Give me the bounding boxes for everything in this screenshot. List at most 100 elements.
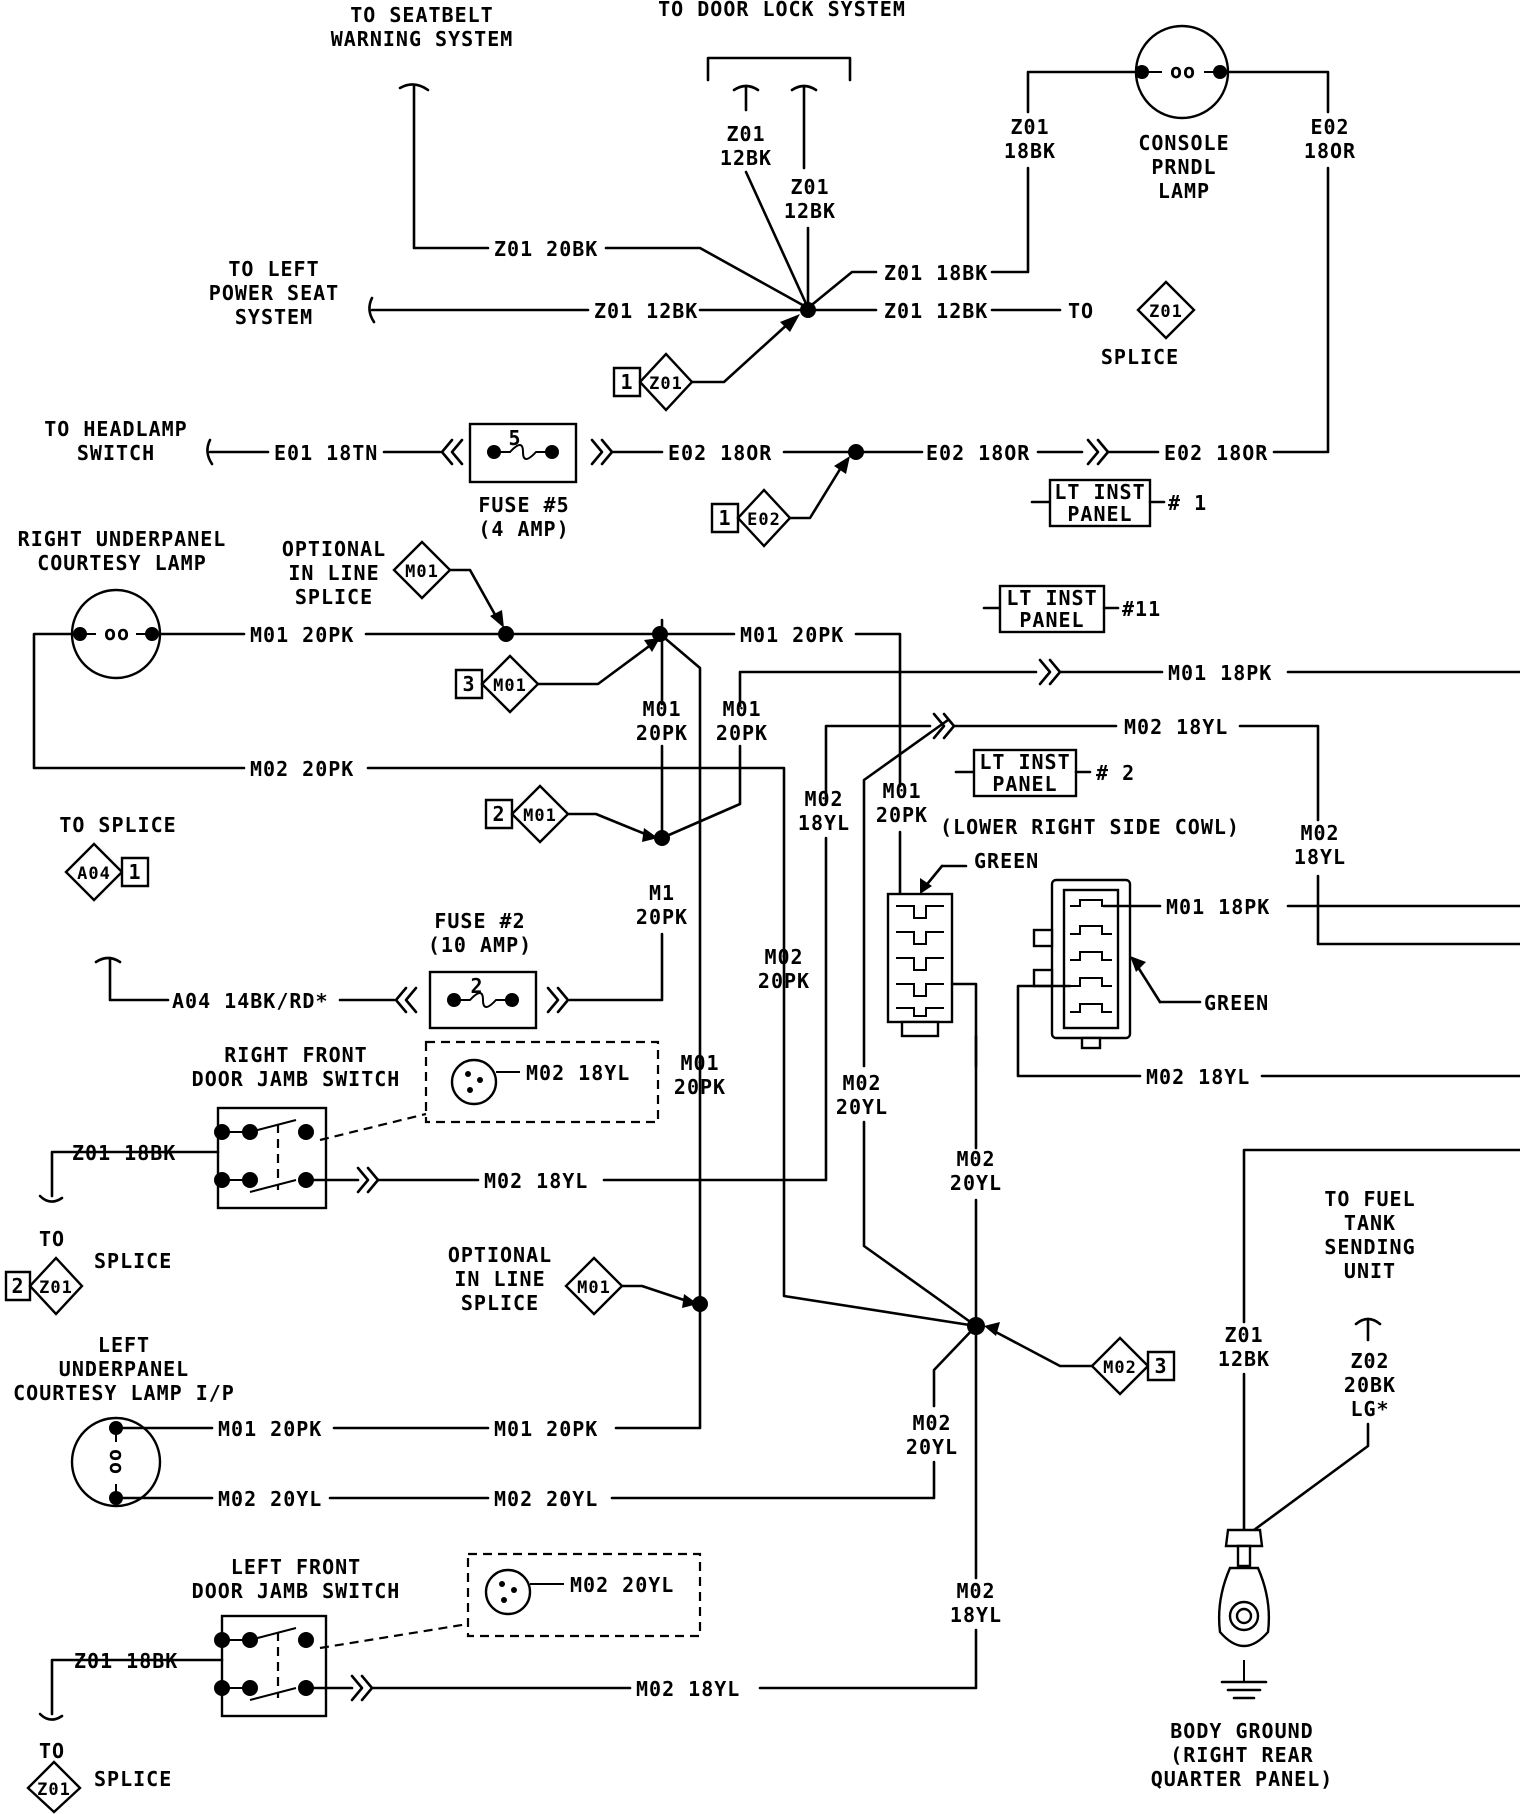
z02-to-ground: [1252, 1422, 1370, 1532]
a04-box: [120, 856, 150, 888]
m02-20yl-v1-to-node: [862, 1120, 978, 1328]
right-front-jamb-title-2: DOOR JAMB SWITCH: [192, 1067, 401, 1091]
z01-right-diamond: [1136, 280, 1196, 340]
lf-inset-dot-3: [501, 1597, 507, 1603]
green-connector-1-cavities: [896, 905, 944, 1017]
fuse5-title-1: FUSE #5: [478, 493, 569, 517]
fuse5-left-connector: [440, 438, 464, 466]
m02-18yl-upper-run: M02 18YL M02 18YL: [824, 712, 1520, 1068]
z01-top-arrow-wire: [690, 320, 792, 384]
left-front-jamb-title-2: DOOR JAMB SWITCH: [192, 1579, 401, 1603]
console-prndl-lamp: oo CONSOLE PRNDL LAMP Z01 18BK Z01 18BK …: [806, 24, 1355, 454]
wire-m02-18yl-v1-2: 18YL: [798, 811, 850, 835]
left-lamp-filament: oo: [105, 1449, 129, 1475]
fuel-tank-title-4: UNIT: [1344, 1259, 1396, 1283]
optional-splice-2-title-2: IN LINE: [454, 1267, 545, 1291]
wire-e02-18or-vert-1: E02: [1310, 115, 1349, 139]
wire-z01-18bk-sw1: Z01 18BK: [72, 1141, 176, 1165]
e02-splice-arrow-wire: [788, 464, 844, 520]
left-front-door-jamb-switch: LEFT FRONT DOOR JAMB SWITCH M02 20YL Z01…: [38, 1324, 1001, 1721]
lt-inst-panel-1: LT INST PANEL # 1: [1030, 478, 1206, 528]
m02-3-num: 3: [1154, 1354, 1167, 1378]
power-seat-wire-end: [368, 296, 376, 324]
wire-z01-12bk-b-1: Z01: [790, 175, 829, 199]
optional-splice-2-title-1: OPTIONAL: [448, 1243, 552, 1267]
wire-m01-20pk-b: M01 20PK: [740, 623, 844, 647]
m02-3-arrow-wire: [990, 1328, 1094, 1368]
m01-3-code: M01: [493, 676, 527, 696]
m02-3-box: [1146, 1350, 1176, 1382]
seatbelt-feed: TO SEATBELT WARNING SYSTEM Z01 20BK: [331, 3, 810, 310]
optional-splice-2-title-3: SPLICE: [461, 1291, 539, 1315]
z01-2-code: Z01: [39, 1278, 73, 1298]
console-prndl-title-3: LAMP: [1158, 179, 1210, 203]
to-splice-a04-title: TO SPLICE: [59, 813, 176, 837]
wire-z02-20bk-1: Z02: [1350, 1349, 1389, 1373]
headlamp-wire-end: [206, 438, 214, 466]
right-lamp-filament: oo: [104, 621, 130, 645]
seatbelt-wire-end: [398, 83, 430, 92]
a04-wire: [108, 956, 170, 1002]
lt-inst-2-text-1: LT INST: [979, 750, 1070, 774]
m02-20yl-vertical-runs: M02 20YL M02 20YL: [836, 1034, 1001, 1335]
m01-splice-2: 2 M01: [484, 784, 658, 844]
wire-z02-20bk-3: LG*: [1350, 1397, 1389, 1421]
optional-splice-1-title-3: SPLICE: [295, 585, 373, 609]
z01-bottom-code: Z01: [37, 1780, 71, 1800]
splice-1: SPLICE: [94, 1249, 172, 1273]
door-lock-wire-a: [744, 170, 810, 310]
to-1: TO: [39, 1227, 65, 1251]
rf-inset-dot-2: [477, 1077, 483, 1083]
prndl-feed-wire-lower: [1272, 166, 1330, 454]
m02-3-arrowhead: [984, 1322, 1000, 1336]
m01-18pk-inline-connector: [1038, 658, 1062, 686]
to-2: TO: [39, 1739, 65, 1763]
wire-z01-18bk-h: Z01 18BK: [884, 261, 988, 285]
m02-18yl-inline-connector: [932, 712, 956, 740]
lt-inst-2-text-2: PANEL: [992, 772, 1057, 796]
green-connector-1-pins: [896, 905, 944, 1017]
wire-m02-20pk-v-2: 20PK: [758, 969, 810, 993]
wire-z01-12bk-right: Z01 12BK: [884, 299, 988, 323]
z01-splice-top: 1 Z01: [612, 314, 800, 412]
green-connector-1-tab: [900, 1020, 940, 1038]
rf-switch-body: [216, 1106, 328, 1210]
body-ground-title-3: QUARTER PANEL): [1151, 1767, 1334, 1791]
e02-inline-connector: [1086, 438, 1110, 466]
wire-z02-20bk-2: 20BK: [1344, 1373, 1396, 1397]
prndl-ground-to-node: [806, 270, 878, 310]
wire-e02-18or-c: E02 18OR: [1164, 441, 1268, 465]
z01-top-box: [612, 366, 642, 398]
lf-inline-connector: [350, 1674, 374, 1702]
fuel-tank-title-3: SENDING: [1324, 1235, 1415, 1259]
a04-code: A04: [77, 864, 111, 884]
seatbelt-wire-to-node: [604, 246, 810, 310]
prndl-ground-wire: [1026, 70, 1144, 114]
wire-m01-18pk-a: M01 18PK: [1168, 661, 1272, 685]
prndl-ground-wire-lower: [990, 166, 1030, 274]
ground-bolt-center: [1235, 1607, 1253, 1625]
wire-m02-18yl-v1-1: M02: [804, 787, 843, 811]
lt-inst-1-text-2: PANEL: [1067, 502, 1132, 526]
z01-top-arrowhead: [780, 314, 800, 332]
z01-splice-right: TO Z01 SPLICE: [1068, 280, 1196, 369]
lt-inst-panel-11: LT INST PANEL #11: [982, 584, 1160, 634]
right-underpanel-title-2: COURTESY LAMP: [37, 551, 207, 575]
green-1-pin-wire: [950, 982, 978, 1068]
optional-splice-1: OPTIONAL IN LINE SPLICE M01: [282, 537, 504, 628]
m02-20pk-wire-run: [366, 766, 978, 1328]
e02-splice-box: [710, 502, 740, 534]
lf-switch-body: [220, 1614, 328, 1718]
wire-m01-20pk-v1-2: 20PK: [636, 721, 688, 745]
green-connector-2-pins: [1070, 899, 1112, 1013]
lf-switch-pin-3: [298, 1632, 314, 1648]
rf-inset-dot-3: [467, 1087, 473, 1093]
m01-18pk-run: M01 18PK: [658, 632, 1520, 1304]
fuse2-title-2: (10 AMP): [428, 933, 532, 957]
lf-switch-inset-plunger: [484, 1568, 532, 1616]
wire-m02-20pk-v-1: M02: [764, 945, 803, 969]
wire-m02-20yl-v1-1: M02: [842, 1071, 881, 1095]
lt-inst-2-pin: # 2: [1096, 761, 1135, 785]
wire-z01-12bk-a-2: 12BK: [720, 146, 772, 170]
rf-switch-inset-box: [424, 1040, 660, 1124]
